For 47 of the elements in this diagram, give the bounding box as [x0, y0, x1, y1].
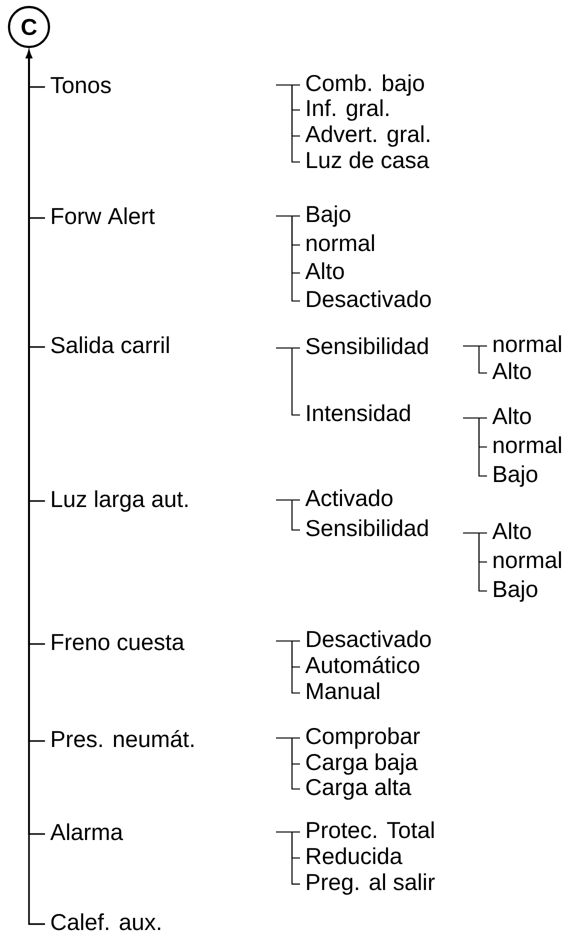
- submenu-item: Comprobar: [306, 727, 420, 749]
- submenu-item: Bajo: [494, 465, 538, 487]
- menu-item: Freno cuesta: [52, 634, 184, 650]
- menu-item: Calef. aux.: [51, 913, 160, 930]
- submenu-item: Alto: [492, 407, 531, 424]
- menu-item: Tonos: [50, 77, 111, 94]
- submenu-item: Carga baja: [306, 753, 418, 775]
- menu-item: Alarma: [50, 823, 124, 840]
- submenu-item: Comb. bajo: [306, 74, 424, 96]
- submenu-item: Preg. al salir: [307, 873, 435, 895]
- tree-line: [463, 345, 487, 374]
- submenu-item: Reducida: [307, 847, 402, 864]
- tree-line: [463, 532, 487, 592]
- submenu-item: normal: [494, 335, 561, 352]
- menu-item: Forw Alert: [52, 207, 155, 224]
- submenu-item: Advert. gral.: [305, 125, 430, 147]
- submenu-item: Desactivado: [307, 290, 431, 308]
- submenu-item: Sensibilidad: [306, 519, 428, 536]
- submenu-item: normal: [494, 436, 561, 454]
- submenu-item: Activado: [305, 489, 392, 506]
- submenu-item: normal: [494, 551, 561, 568]
- tree-line: [276, 640, 300, 694]
- submenu-item: Alto: [305, 262, 344, 280]
- submenu-item: Sensibilidad: [306, 337, 428, 354]
- menu-item: Luz larga aut.: [52, 490, 188, 512]
- submenu-item: Carga alta: [306, 778, 412, 800]
- submenu-item: Desactivado: [307, 630, 431, 648]
- tree-line: [276, 215, 300, 302]
- tree-line: [276, 737, 300, 790]
- tree-line: [276, 347, 300, 416]
- submenu-item: Bajo: [494, 580, 538, 602]
- submenu-item: Luz de casa: [307, 151, 430, 168]
- tree-line: [276, 831, 300, 885]
- tree-line: [276, 84, 300, 163]
- menu-item: Salida carril: [51, 336, 169, 354]
- submenu-item: Bajo: [307, 205, 350, 227]
- submenu-item: Alto: [492, 362, 531, 380]
- submenu-item: Automático: [305, 656, 420, 674]
- submenu-item: Protec. Total: [307, 821, 434, 838]
- menu-item: Pres. neumát.: [52, 730, 194, 748]
- submenu-item: normal: [306, 234, 374, 252]
- submenu-item: Inf. gral.: [307, 99, 388, 121]
- tree-line: [463, 417, 487, 477]
- submenu-item: Alto: [492, 522, 531, 540]
- submenu-item: Manual: [307, 682, 380, 700]
- tree-line: [276, 499, 300, 531]
- submenu-item: Intensidad: [307, 404, 410, 422]
